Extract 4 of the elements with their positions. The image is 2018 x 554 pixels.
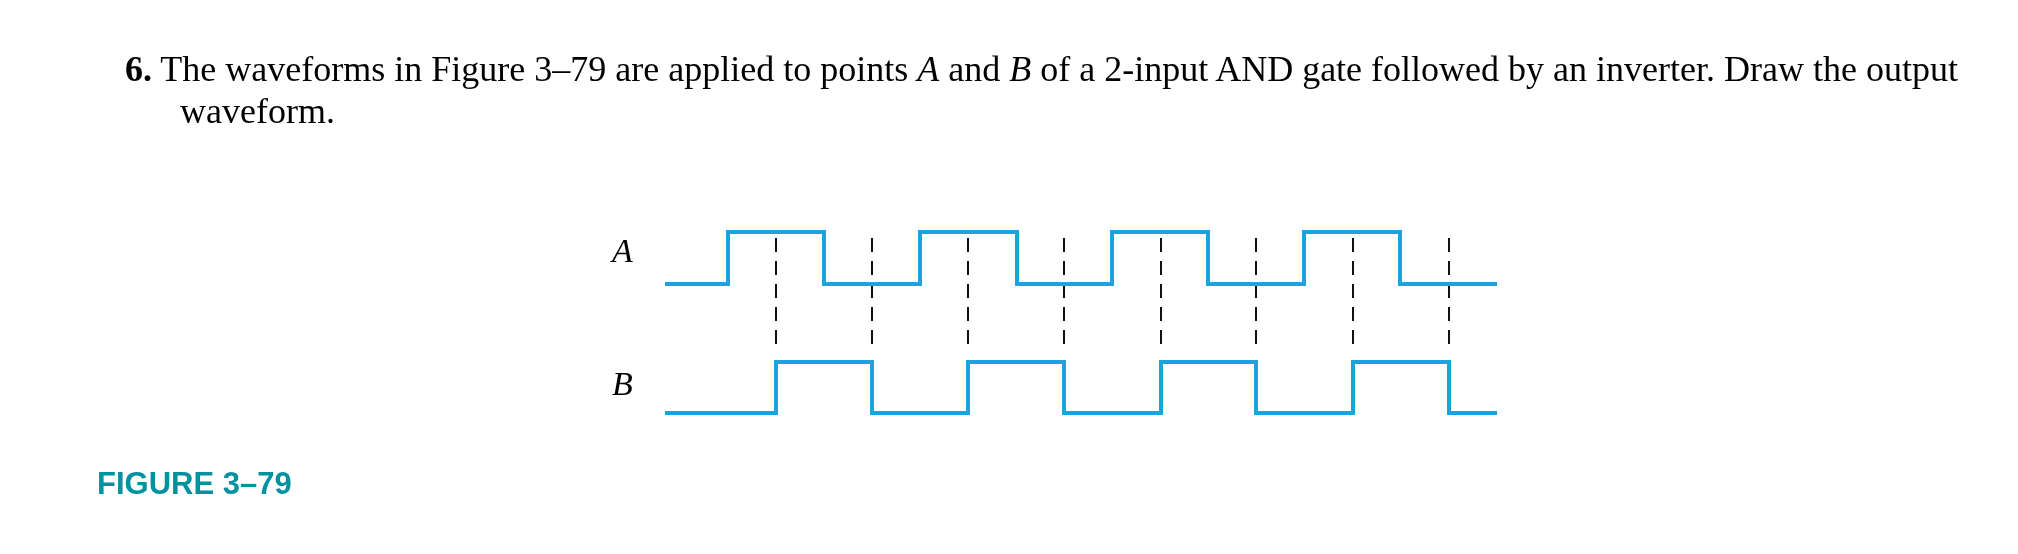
signal-label: B [612, 367, 633, 401]
question-text: 6. The waveforms in Figure 3–79 are applied to points A and B of a 2-input AND gate followed by an inverter. Draw the output waveform. [125, 48, 1959, 132]
figure-caption: FIGURE 3–79 [97, 468, 292, 499]
signal-label: A [612, 234, 633, 268]
